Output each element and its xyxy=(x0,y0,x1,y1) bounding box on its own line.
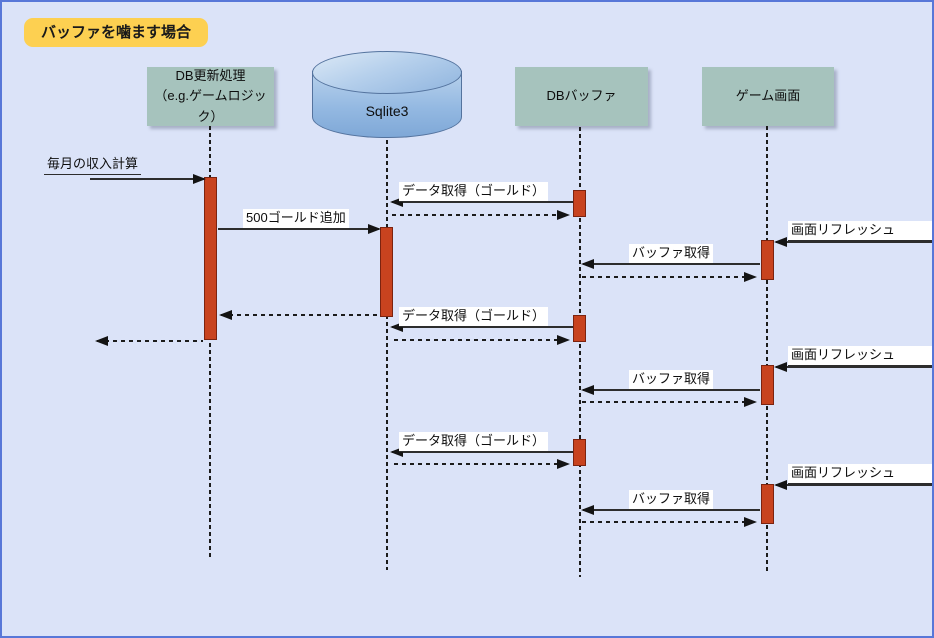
message-line-call xyxy=(581,259,760,269)
message-label: 画面リフレッシュ xyxy=(788,221,932,241)
message-line-return xyxy=(582,272,757,282)
diagram-title: バッファを噛ます場合 xyxy=(24,18,209,47)
actor-db-buffer: DBバッファ xyxy=(515,67,648,126)
message-line-return xyxy=(582,517,757,527)
message-label: データ取得（ゴールド） xyxy=(399,182,549,202)
arrowhead-right-icon xyxy=(557,210,570,220)
message-label: バッファ取得 xyxy=(629,244,714,264)
activation-bar xyxy=(204,177,217,340)
actor-game-screen: ゲーム画面 xyxy=(702,67,834,126)
activation-bar xyxy=(761,484,774,524)
message-line-call xyxy=(581,385,760,395)
actor-sqlite3-database: Sqlite3 xyxy=(312,51,462,139)
arrowhead-right-icon xyxy=(368,224,381,234)
actor-db-update-logic: DB更新処理 （e.g.ゲームロジック） xyxy=(147,67,274,126)
arrowhead-left-icon xyxy=(581,385,594,395)
arrowhead-right-icon xyxy=(744,517,757,527)
arrowhead-left-icon xyxy=(95,336,108,346)
message-line-return xyxy=(392,210,570,220)
activation-bar xyxy=(761,240,774,280)
arrowhead-left-icon xyxy=(390,322,403,332)
actor-label: ゲーム画面 xyxy=(735,88,801,104)
arrowhead-left-icon xyxy=(774,362,787,372)
message-label: 画面リフレッシュ xyxy=(788,464,932,484)
message-line-call xyxy=(218,224,381,234)
message-line-call xyxy=(581,505,760,515)
message-line-call xyxy=(390,322,573,332)
message-line-call xyxy=(390,447,573,457)
database-cylinder-top-icon xyxy=(312,51,462,94)
message-label: バッファ取得 xyxy=(629,490,714,510)
message-label: 毎月の収入計算 xyxy=(44,155,142,175)
message-line-call xyxy=(774,480,932,490)
activation-bar xyxy=(573,315,586,342)
arrowhead-left-icon xyxy=(581,505,594,515)
message-label: バッファ取得 xyxy=(629,370,714,390)
message-line-call xyxy=(390,197,573,207)
arrowhead-left-icon xyxy=(390,447,403,457)
actor-label: Sqlite3 xyxy=(365,103,409,119)
activation-bar xyxy=(573,439,586,466)
message-line-call xyxy=(774,362,932,372)
message-line-return xyxy=(394,335,570,345)
message-line-call xyxy=(774,237,932,247)
message-label: 500ゴールド追加 xyxy=(243,209,349,229)
message-label: データ取得（ゴールド） xyxy=(399,432,549,452)
arrowhead-right-icon xyxy=(744,272,757,282)
actor-label: DBバッファ xyxy=(546,88,617,104)
message-label: データ取得（ゴールド） xyxy=(399,307,549,327)
message-label: 画面リフレッシュ xyxy=(788,346,932,366)
lifeline-sqlite xyxy=(386,140,388,570)
arrowhead-left-icon xyxy=(774,237,787,247)
activation-bar xyxy=(761,365,774,405)
lifeline-buffer xyxy=(579,127,581,577)
actor-label: DB更新処理 xyxy=(175,68,246,84)
lifeline-logic xyxy=(209,126,211,560)
arrowhead-left-icon xyxy=(581,259,594,269)
arrowhead-left-icon xyxy=(774,480,787,490)
activation-bar xyxy=(573,190,586,217)
lifeline-screen xyxy=(766,126,768,574)
message-line-return xyxy=(219,310,380,320)
arrowhead-right-icon xyxy=(557,335,570,345)
message-line-return xyxy=(582,397,757,407)
message-line-return xyxy=(95,336,203,346)
arrowhead-left-icon xyxy=(219,310,232,320)
actor-sublabel: （e.g.ゲームロジック） xyxy=(154,88,267,124)
arrowhead-right-icon xyxy=(744,397,757,407)
arrowhead-right-icon xyxy=(193,174,206,184)
message-line-return xyxy=(394,459,570,469)
arrowhead-right-icon xyxy=(557,459,570,469)
activation-bar xyxy=(380,227,393,317)
arrowhead-left-icon xyxy=(390,197,403,207)
message-line-call xyxy=(90,174,206,184)
